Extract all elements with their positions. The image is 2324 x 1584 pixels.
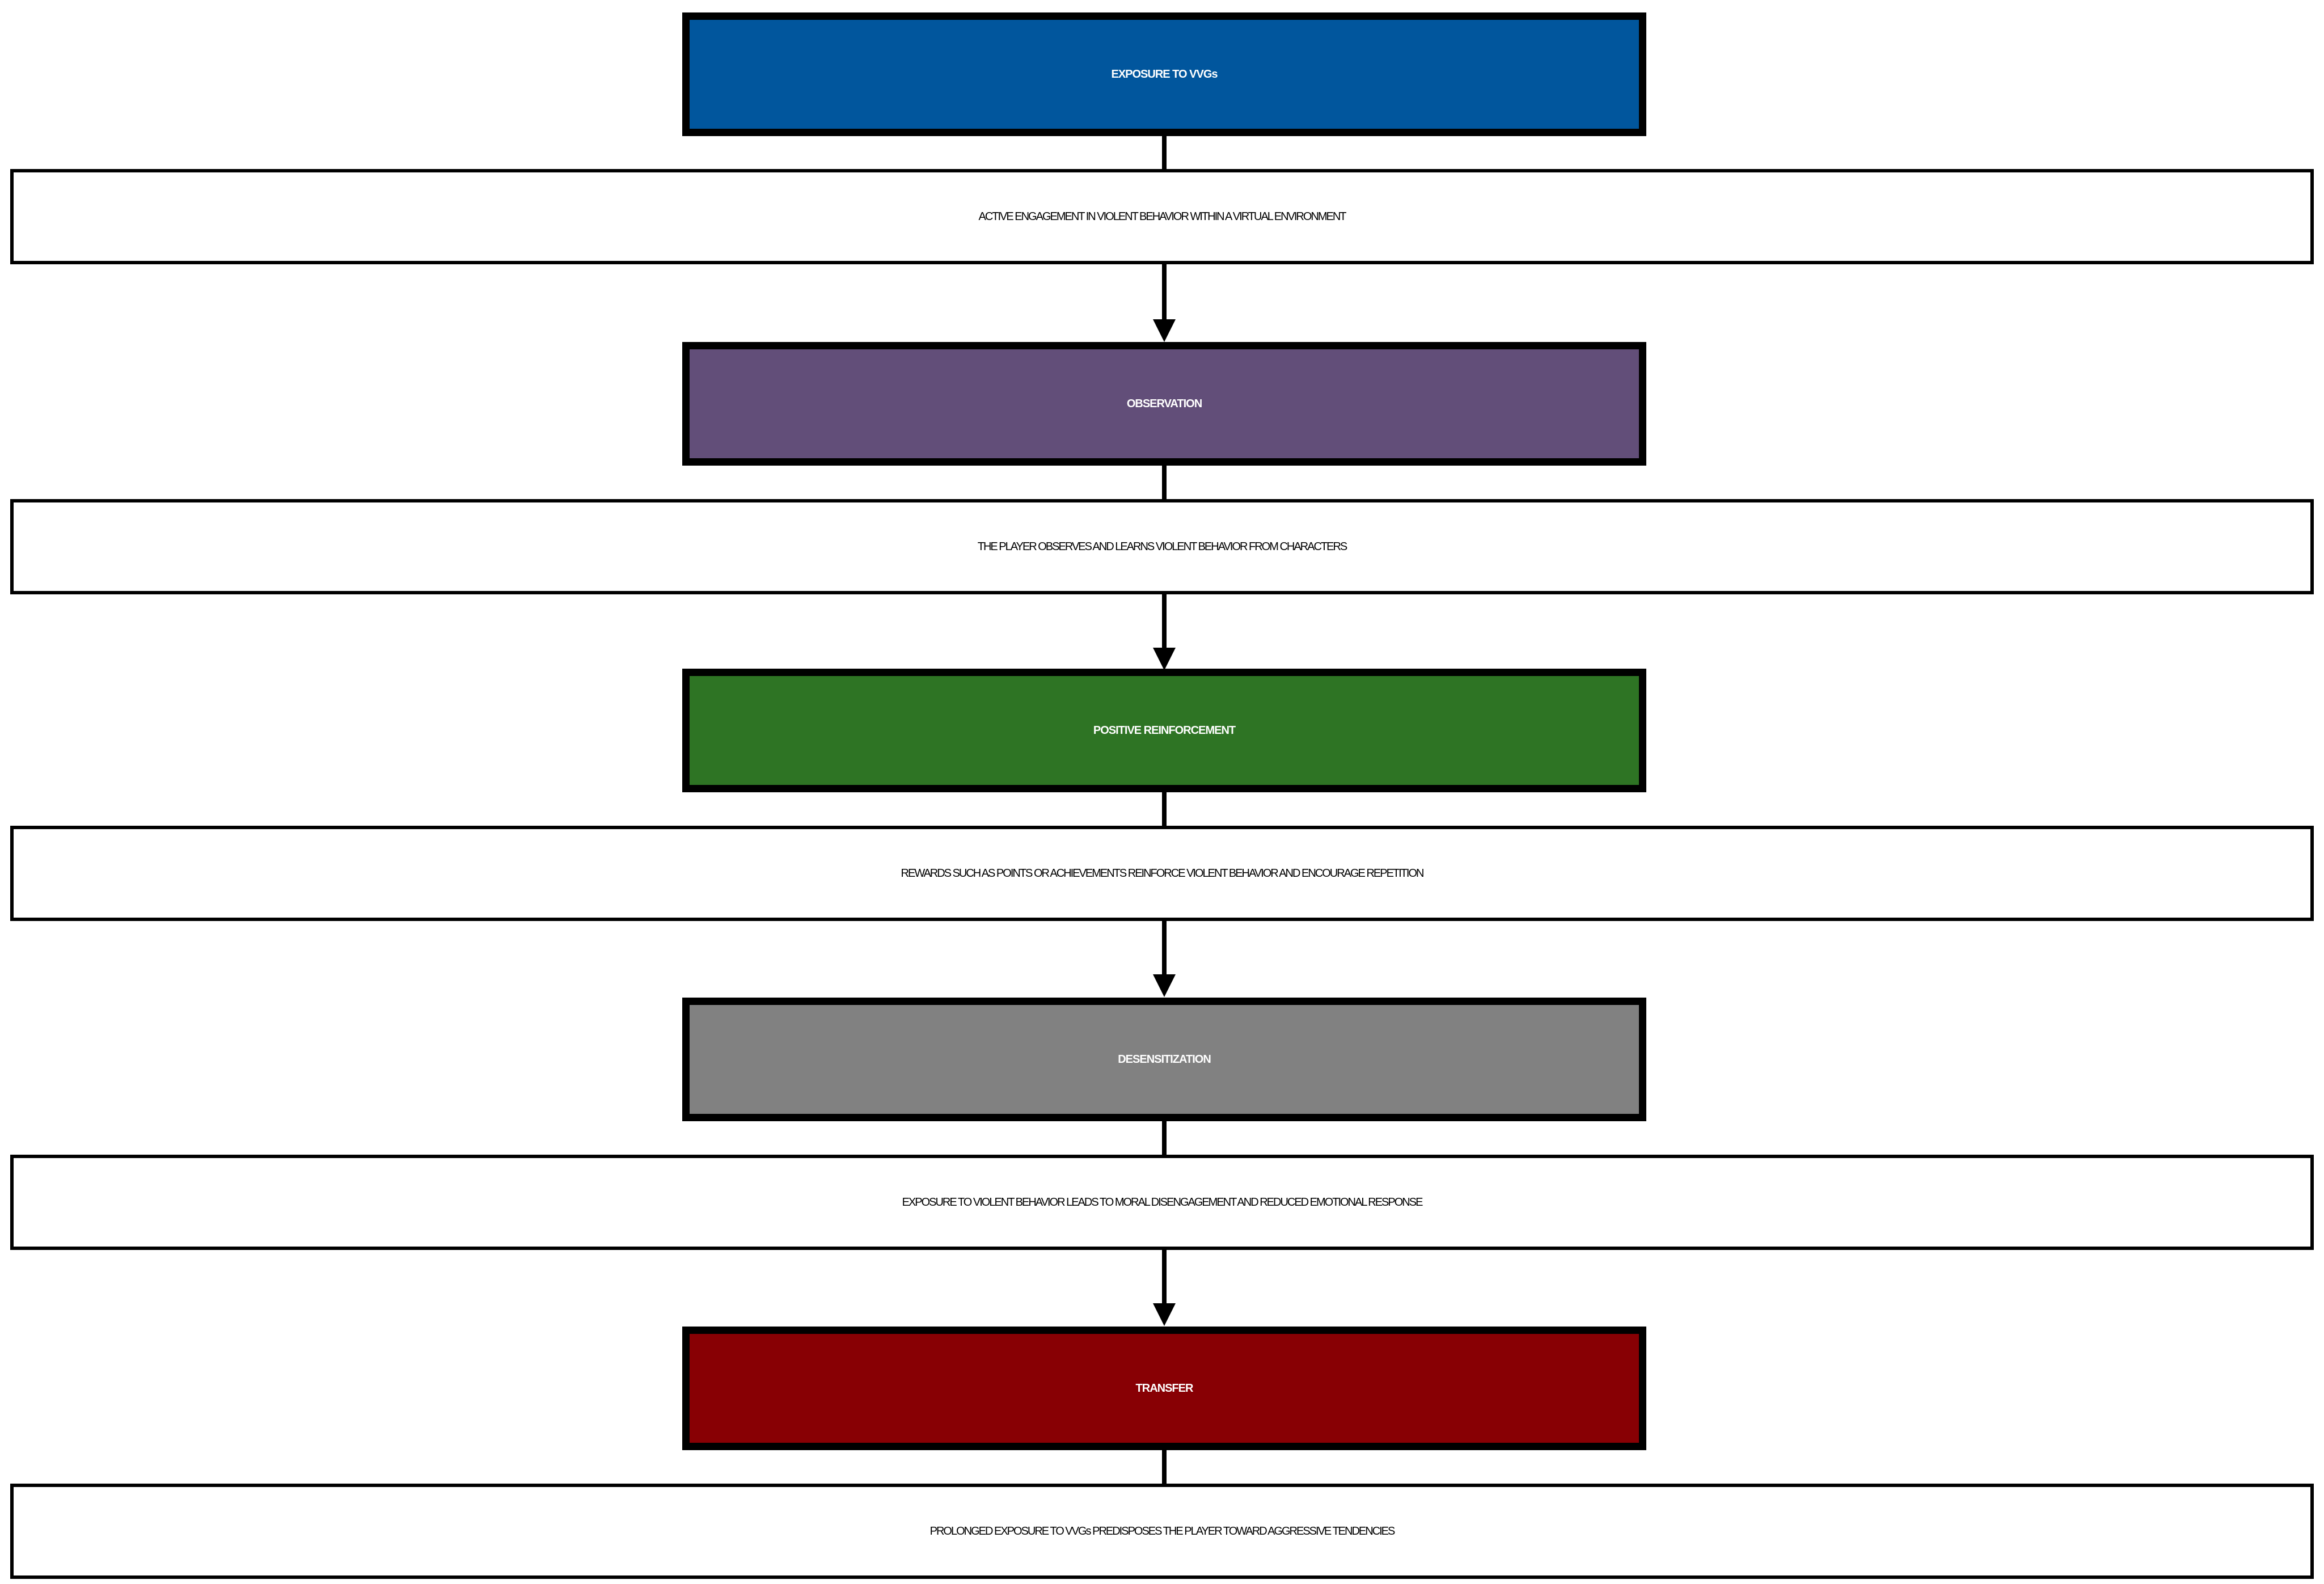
description-box-observation: THE PLAYER OBSERVES AND LEARNS VIOLENT B… xyxy=(10,499,2314,594)
connector-line xyxy=(1162,792,1167,827)
down-arrow-icon xyxy=(1153,648,1176,670)
connector-line xyxy=(1162,1450,1167,1485)
description-box-exposure: ACTIVE ENGAGEMENT IN VIOLENT BEHAVIOR WI… xyxy=(10,169,2314,264)
stage-box-positive-reinforcement: POSITIVE REINFORCEMENT xyxy=(682,669,1646,792)
stage-box-transfer: TRANSFER xyxy=(682,1327,1646,1450)
stage-box-exposure: EXPOSURE TO VVGs xyxy=(682,12,1646,136)
down-arrow-icon xyxy=(1153,319,1176,342)
stage-box-observation: OBSERVATION xyxy=(682,342,1646,466)
connector-line xyxy=(1162,1121,1167,1156)
description-box-desensitization: EXPOSURE TO VIOLENT BEHAVIOR LEADS TO MO… xyxy=(10,1155,2314,1250)
connector-line xyxy=(1162,136,1167,170)
arrow-line xyxy=(1162,921,1167,989)
arrow-line xyxy=(1162,264,1167,332)
down-arrow-icon xyxy=(1153,974,1176,997)
stage-box-desensitization: DESENSITIZATION xyxy=(682,998,1646,1121)
down-arrow-icon xyxy=(1153,1303,1176,1326)
arrow-line xyxy=(1162,594,1167,662)
description-box-transfer: PROLONGED EXPOSURE TO VVGs PREDISPOSES T… xyxy=(10,1484,2314,1579)
connector-line xyxy=(1162,465,1167,500)
description-box-positive-reinforcement: REWARDS SUCH AS POINTS OR ACHIEVEMENTS R… xyxy=(10,826,2314,921)
arrow-line xyxy=(1162,1250,1167,1318)
